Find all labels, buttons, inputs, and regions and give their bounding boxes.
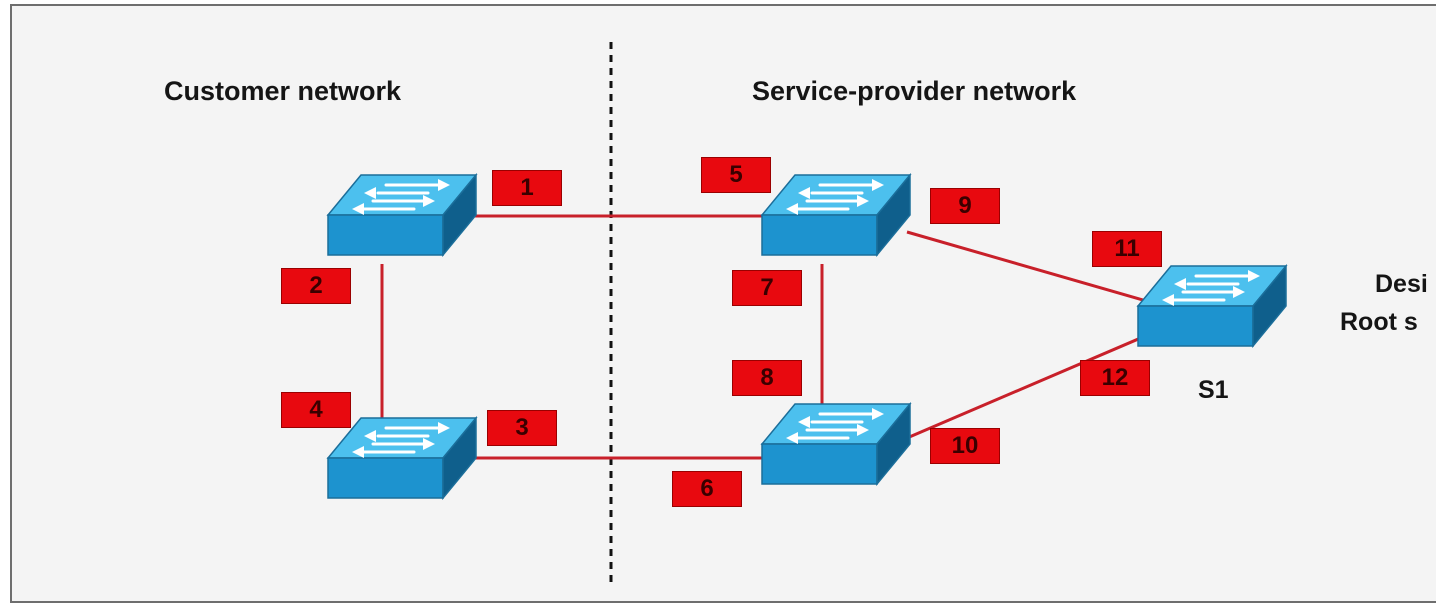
port-label-5: 5 [701, 157, 771, 193]
switch-label-s1: S1 [1198, 376, 1229, 404]
provider-network-title: Service-provider network [752, 76, 1077, 106]
provider-switch-bottom [760, 402, 912, 486]
root-switch-s1 [1136, 264, 1288, 348]
port-label-2: 2 [281, 268, 351, 304]
port-label-12: 12 [1080, 360, 1150, 396]
customer-network-title: Customer network [164, 76, 402, 106]
port-label-6: 6 [672, 471, 742, 507]
diagram-frame: Customer network Service-provider networ… [10, 4, 1436, 603]
link-10-12 [906, 332, 1151, 440]
customer-switch-bottom [326, 416, 478, 500]
port-label-3: 3 [487, 410, 557, 446]
provider-switch-top [760, 173, 912, 257]
customer-switch-top [326, 173, 478, 257]
port-label-10: 10 [930, 428, 1000, 464]
port-label-4: 4 [281, 392, 351, 428]
port-label-1: 1 [492, 170, 562, 206]
link-9-11 [906, 230, 1151, 304]
port-label-7: 7 [732, 270, 802, 306]
port-label-11: 11 [1092, 231, 1162, 267]
network-lines [326, 42, 1288, 584]
root-label-line2: Root s [1340, 308, 1418, 336]
port-label-9: 9 [930, 188, 1000, 224]
port-label-8: 8 [732, 360, 802, 396]
root-label-line1: Desi [1375, 270, 1428, 298]
